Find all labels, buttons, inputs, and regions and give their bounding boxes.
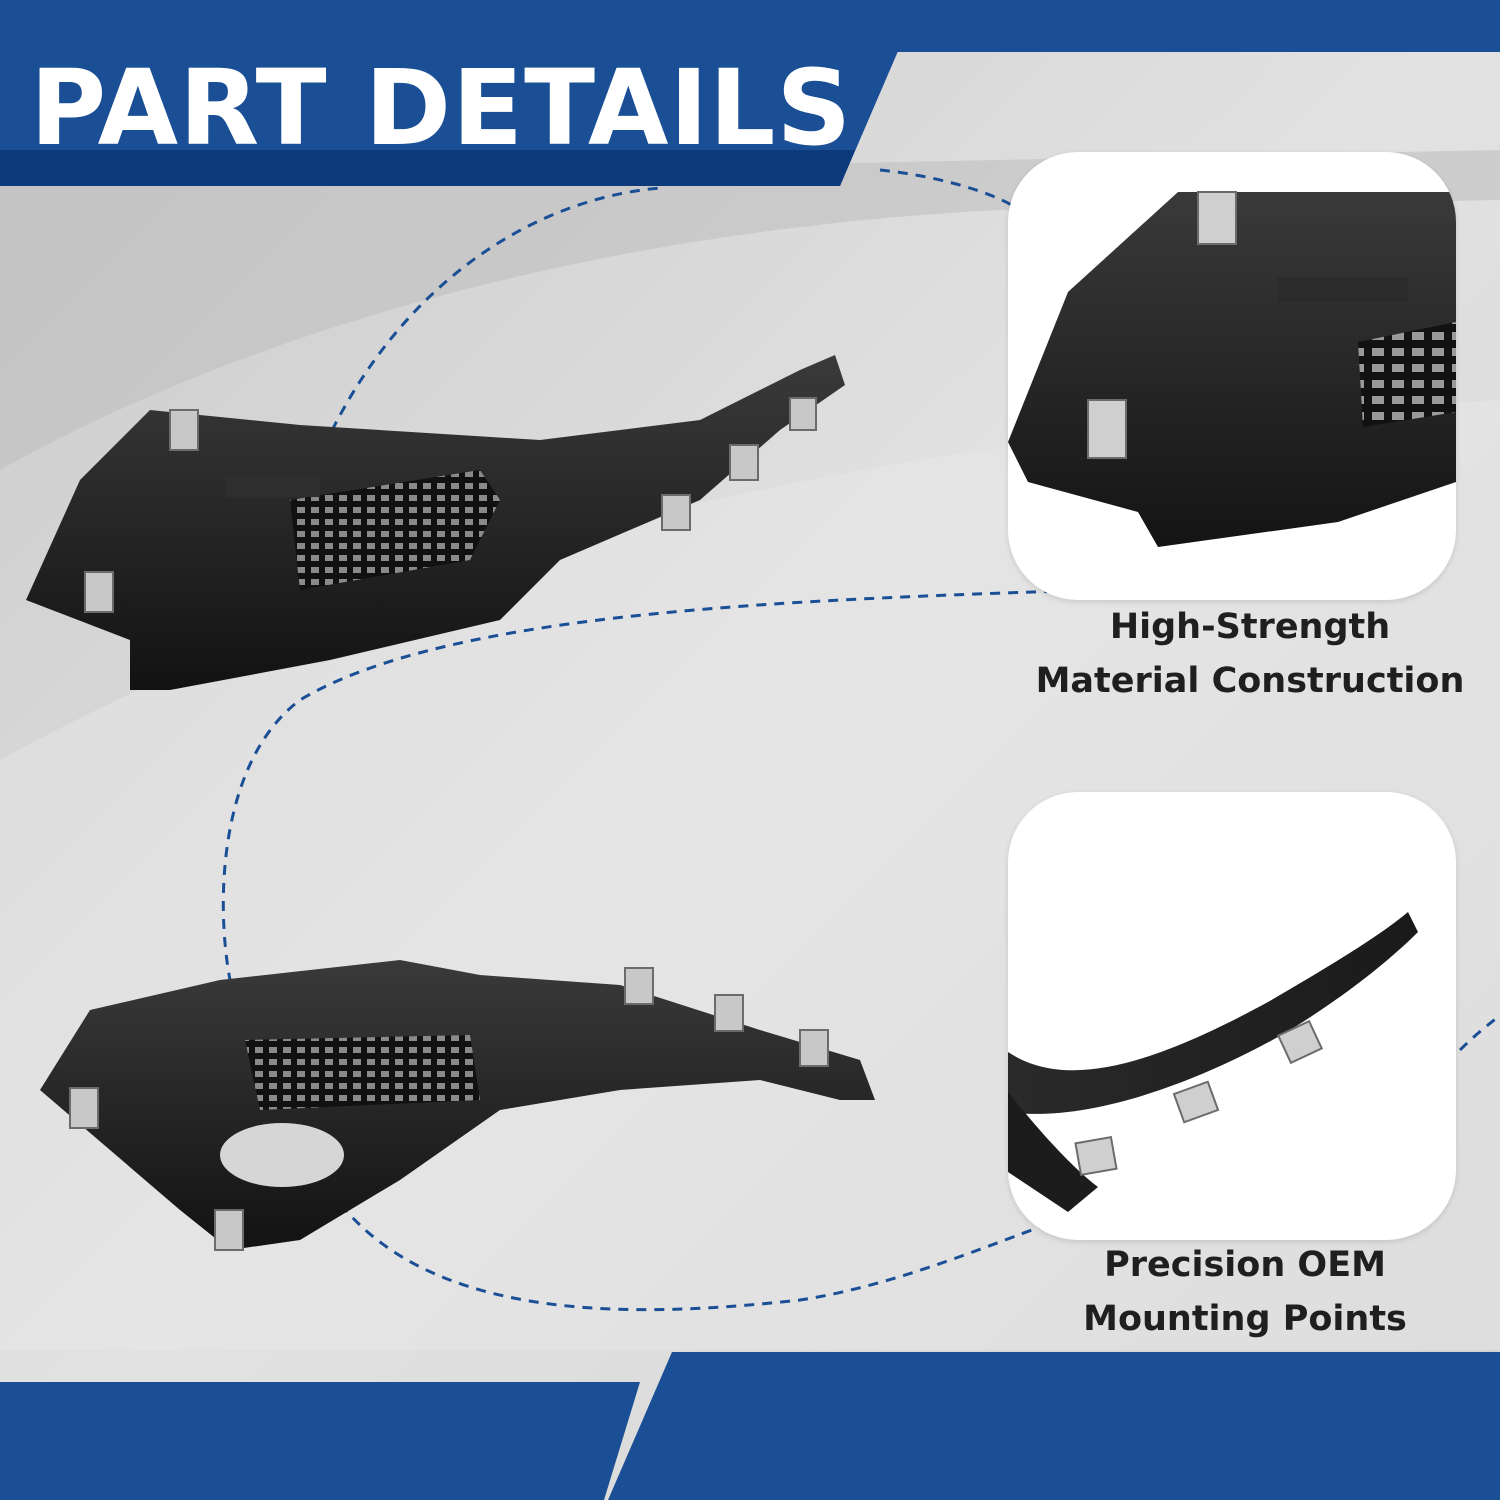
connector-bottom xyxy=(328,1189,1061,1312)
bracket-bottom-image xyxy=(40,960,875,1251)
header-banner xyxy=(0,0,920,186)
connector-top xyxy=(879,168,1021,212)
connector-right xyxy=(1458,1013,1500,1052)
feature-caption-line: High-Strength xyxy=(1109,607,1391,647)
feature-caption-line: Mounting Points xyxy=(1083,1299,1407,1339)
detail-card-material xyxy=(1008,152,1456,600)
feature-caption-line: Precision OEM xyxy=(1104,1245,1386,1285)
detail-clips-image xyxy=(1008,912,1418,1212)
feature-caption-mounting: Precision OEM Mounting Points xyxy=(1002,1238,1488,1346)
header-banner-accent xyxy=(0,150,855,186)
page-title: PART DETAILS xyxy=(30,47,853,169)
detail-grille-image xyxy=(1008,191,1456,547)
connector-top-arc xyxy=(308,186,661,481)
background-swoosh xyxy=(0,150,1500,470)
bracket-top-image xyxy=(26,355,845,690)
feature-caption-line: Material Construction xyxy=(1035,661,1465,701)
feature-caption-material: High-Strength Material Construction xyxy=(1002,600,1498,708)
detail-card-mounting xyxy=(1008,792,1456,1240)
footer-banner-left xyxy=(0,1382,640,1500)
footer-banner xyxy=(608,1352,1500,1500)
